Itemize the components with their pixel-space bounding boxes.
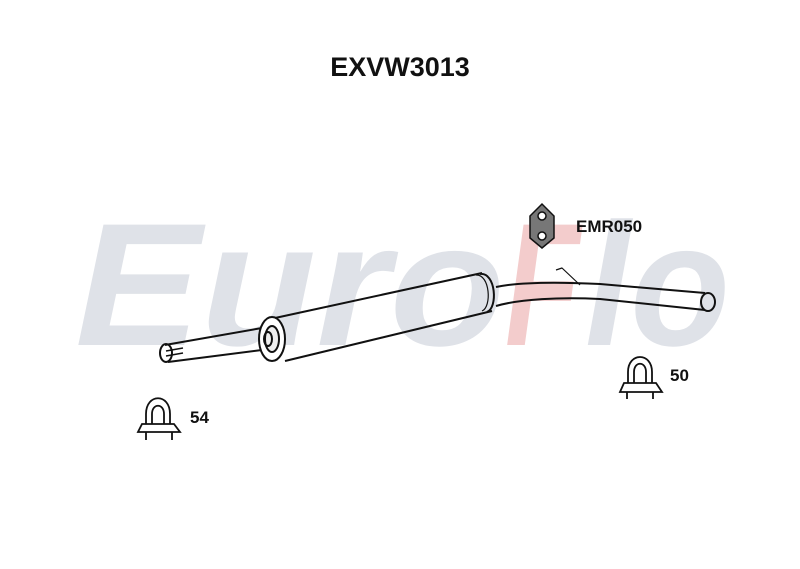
- tail-pipe-end: [700, 292, 716, 312]
- front-pipe-end: [159, 343, 173, 363]
- euroflo-watermark: Euro F lo: [75, 188, 730, 383]
- tail-pipe: [495, 281, 706, 311]
- u-clamp-icon-50: [618, 356, 664, 399]
- part-label-54: 54: [190, 408, 209, 427]
- u-clamp-icon-54: [136, 397, 182, 440]
- part-label-emr050: EMR050: [576, 217, 643, 236]
- part-label-50: 50: [670, 366, 689, 385]
- watermark-euro: Euro: [75, 188, 505, 383]
- exhaust-pipe: [159, 267, 716, 363]
- part-number-title: EXVW3013: [330, 52, 470, 82]
- front-pipe: [164, 327, 263, 363]
- hanger-rod: [555, 267, 581, 286]
- muffler-body: [274, 272, 493, 362]
- rubber-hanger-icon: [529, 202, 555, 249]
- muffler-rear-flange: [479, 273, 495, 313]
